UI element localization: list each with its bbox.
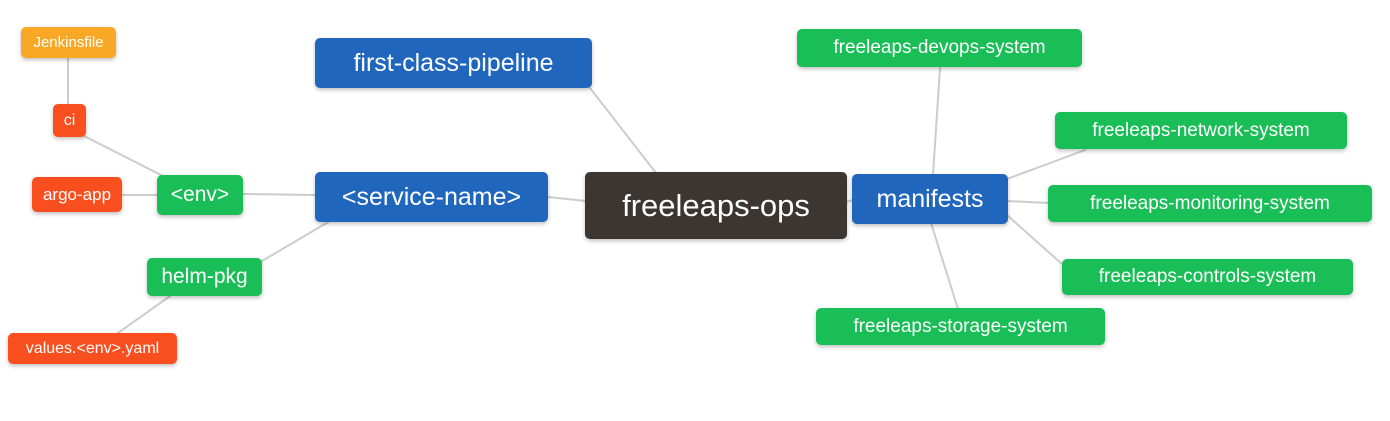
- node-ci[interactable]: ci: [53, 104, 86, 137]
- node-argo-app[interactable]: argo-app: [32, 177, 122, 212]
- node-values-env-yaml[interactable]: values.<env>.yaml: [8, 333, 177, 364]
- node-freeleaps-ops-root[interactable]: freeleaps-ops: [585, 172, 847, 239]
- node-manifests[interactable]: manifests: [852, 174, 1008, 224]
- edge-values-helm-pkg: [117, 293, 174, 334]
- edge-pipeline-root: [589, 87, 657, 174]
- edge-env-service-name: [242, 193, 317, 196]
- node-devops-system[interactable]: freeleaps-devops-system: [797, 29, 1082, 67]
- node-first-class-pipeline[interactable]: first-class-pipeline: [315, 38, 592, 88]
- node-network-system[interactable]: freeleaps-network-system: [1055, 112, 1347, 149]
- node-env[interactable]: <env>: [157, 175, 243, 215]
- node-jenkinsfile[interactable]: Jenkinsfile: [21, 27, 116, 58]
- node-helm-pkg[interactable]: helm-pkg: [147, 258, 262, 296]
- node-service-name[interactable]: <service-name>: [315, 172, 548, 222]
- node-controls-system[interactable]: freeleaps-controls-system: [1062, 259, 1353, 295]
- edge-root-manifests: [845, 199, 854, 203]
- edge-manifests-network: [1006, 149, 1086, 180]
- node-storage-system[interactable]: freeleaps-storage-system: [816, 308, 1105, 345]
- edge-manifests-controls: [1006, 214, 1064, 266]
- edge-ci-env: [83, 135, 164, 177]
- edge-service-name-root: [547, 196, 587, 202]
- edge-manifests-monitoring: [1006, 200, 1050, 204]
- edge-manifests-storage: [930, 222, 959, 310]
- node-monitoring-system[interactable]: freeleaps-monitoring-system: [1048, 185, 1372, 222]
- edge-helm-pkg-service-name: [261, 220, 331, 262]
- edge-manifests-devops: [932, 67, 941, 176]
